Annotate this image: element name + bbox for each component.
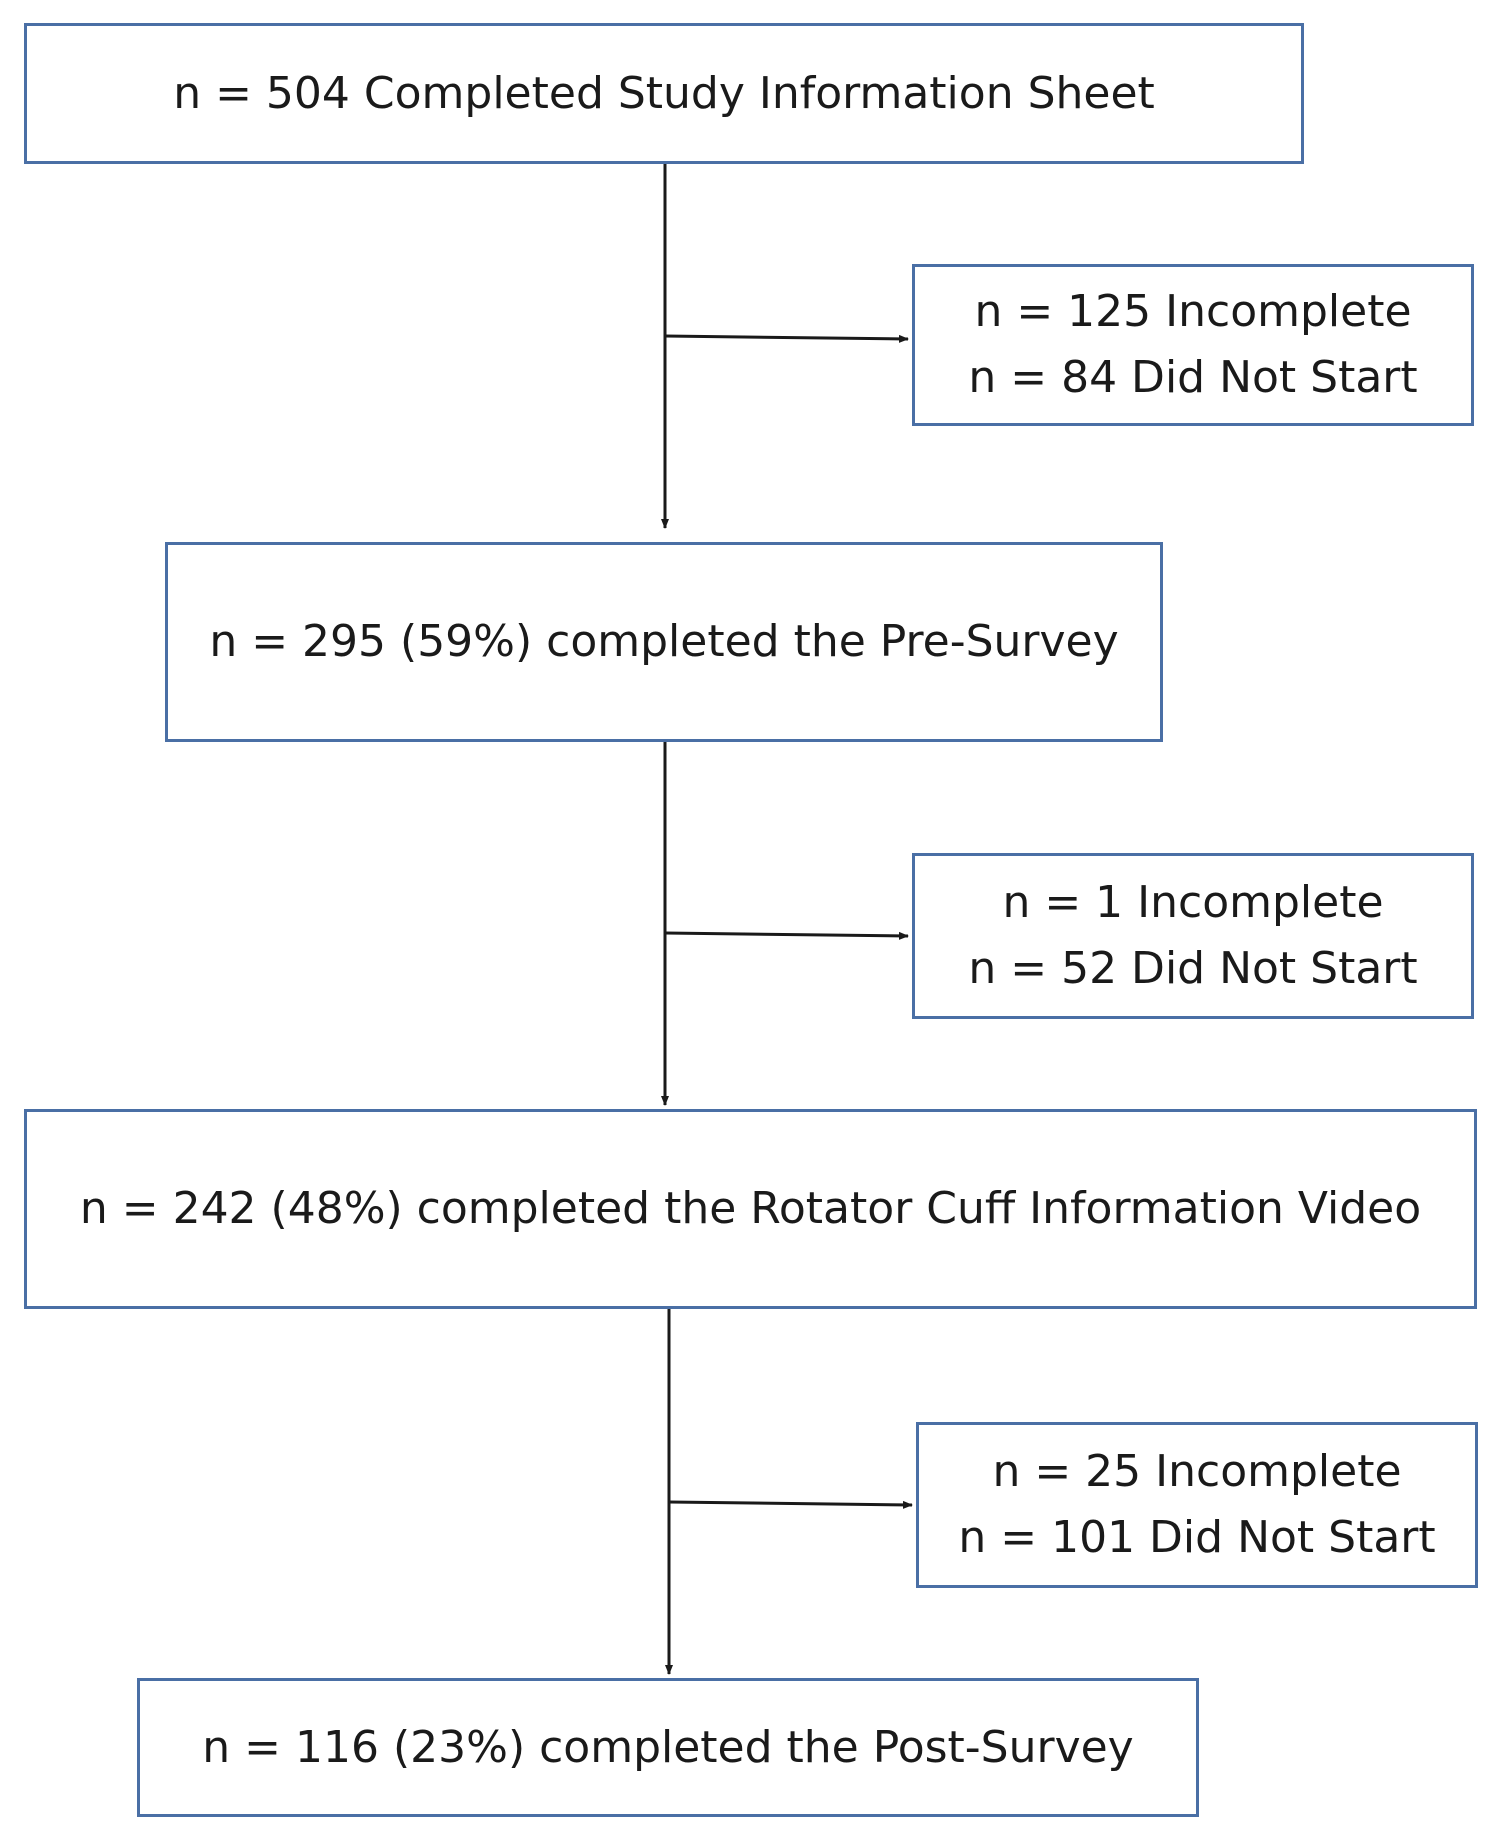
exclusion-box-2: n = 1 Incomplete n = 52 Did Not Start [912,853,1474,1019]
step-text: n = 504 Completed Study Information Shee… [173,67,1155,119]
exclusion-connector-3 [668,1500,913,1509]
exclusion-box-3: n = 25 Incomplete n = 101 Did Not Start [916,1422,1478,1588]
step-box-post-survey: n = 116 (23%) completed the Post-Survey [137,1678,1199,1817]
exclusion-incomplete: n = 25 Incomplete [992,1446,1402,1497]
exclusion-did-not-start: n = 52 Did Not Start [968,943,1418,994]
step-box-information-video: n = 242 (48%) completed the Rotator Cuff… [24,1109,1477,1309]
step-text: n = 242 (48%) completed the Rotator Cuff… [79,1183,1422,1234]
step-text: n = 116 (23%) completed the Post-Survey [202,1721,1134,1773]
step-box-pre-survey: n = 295 (59%) completed the Pre-Survey [165,542,1163,742]
exclusion-did-not-start: n = 101 Did Not Start [958,1512,1436,1563]
exclusion-box-1: n = 125 Incomplete n = 84 Did Not Start [912,264,1474,426]
exclusion-did-not-start: n = 84 Did Not Start [968,352,1418,403]
step-box-study-information: n = 504 Completed Study Information Shee… [24,23,1304,164]
exclusion-connector-2 [664,931,909,940]
step-text: n = 295 (59%) completed the Pre-Survey [209,616,1119,667]
exclusion-incomplete: n = 125 Incomplete [974,286,1412,337]
exclusion-connector-1 [664,334,909,343]
exclusion-incomplete: n = 1 Incomplete [1002,877,1384,928]
